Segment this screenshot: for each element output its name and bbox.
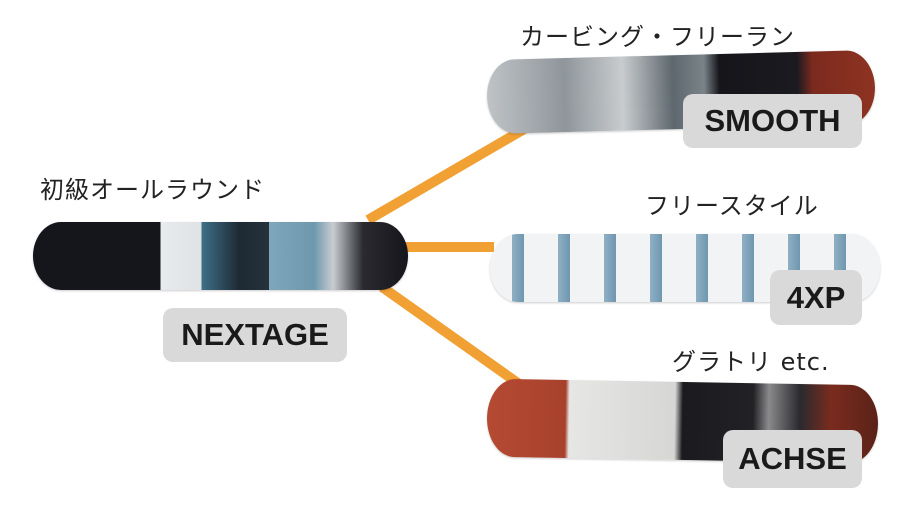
4xp-badge: 4XP <box>770 270 862 325</box>
achse-category-label: グラトリ etc. <box>672 348 830 376</box>
smooth-category-label: カービング・フリーラン <box>520 23 795 51</box>
nextage-board-image <box>33 222 408 290</box>
smooth-badge: SMOOTH <box>683 94 862 148</box>
nextage-badge: NEXTAGE <box>163 308 347 362</box>
connector-achse <box>379 282 525 391</box>
root-category-label: 初級オールラウンド <box>40 176 265 204</box>
achse-badge: ACHSE <box>723 430 862 488</box>
connector-smooth <box>365 123 529 225</box>
4xp-category-label: フリースタイル <box>645 192 819 220</box>
